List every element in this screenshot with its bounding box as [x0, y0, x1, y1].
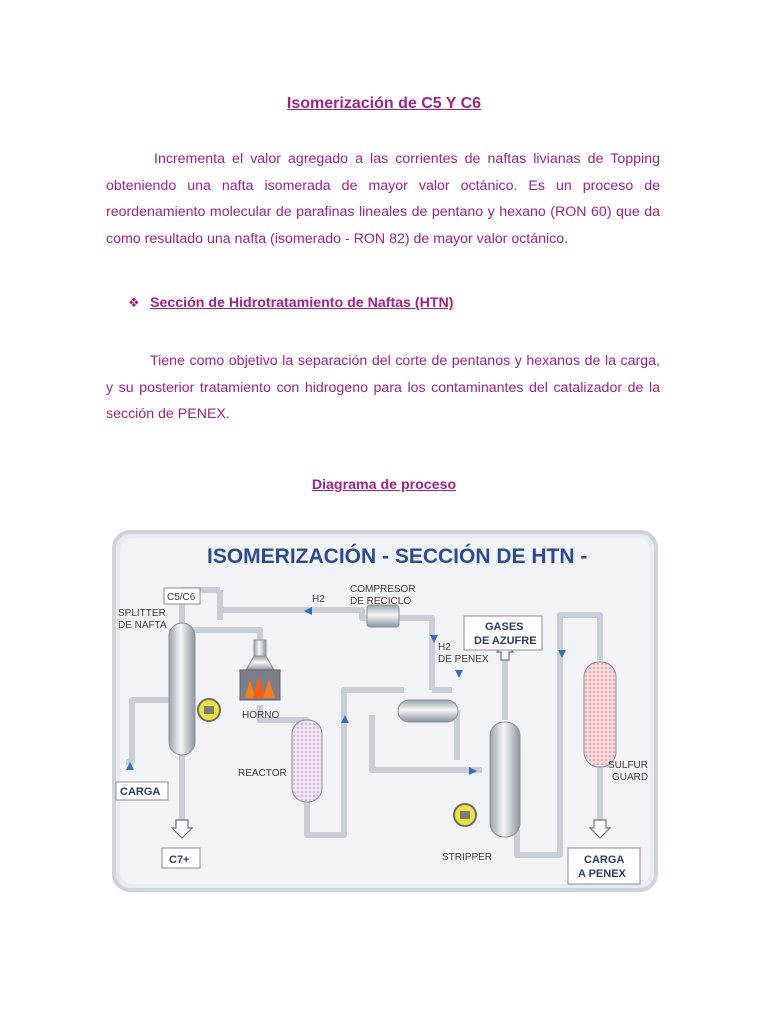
label-compresor-2: DE RECICLO	[350, 596, 411, 607]
process-diagram: ISOMERIZACIÓN - SECCIÓN DE HTN -	[112, 530, 658, 892]
carga-penex-box	[567, 847, 641, 885]
gases-box	[463, 615, 543, 651]
label-carga: CARGA	[120, 786, 160, 798]
label-h2-top: H2	[312, 594, 325, 605]
splitter-column	[168, 622, 196, 756]
label-sulfur-1: SULFUR	[608, 760, 648, 771]
label-gases-1: GASES	[485, 621, 524, 633]
label-splitter-1: SPLITTER	[118, 608, 166, 619]
label-h2-penex-1: H2	[438, 642, 451, 653]
diagram-heading: Diagrama de proceso	[311, 477, 457, 493]
sulfur-guard-vessel	[583, 661, 617, 768]
label-compresor-1: COMPRESOR	[350, 584, 416, 595]
output-arrows	[170, 641, 612, 839]
c7-box	[161, 847, 201, 869]
section-bullet: ❖ Sección de Hidrotratamiento de Naftas (…	[128, 295, 454, 311]
label-h2-penex-2: DE PENEX	[438, 654, 489, 665]
c5c6-box	[163, 587, 201, 605]
recycle-compressor	[366, 604, 400, 628]
label-horno: HORNO	[242, 710, 279, 721]
label-sulfur-2: GUARD	[612, 772, 648, 783]
intro-paragraph: Incrementa el valor agregado a las corri…	[106, 151, 660, 247]
furnace	[239, 639, 281, 701]
label-carga-penex-2: A PENEX	[578, 868, 627, 880]
page-title: Isomerización de C5 Y C6	[286, 95, 482, 112]
diagram-header: ISOMERIZACIÓN - SECCIÓN DE HTN -	[207, 544, 587, 568]
carga-box	[115, 781, 169, 801]
label-carga-penex-1: CARGA	[584, 854, 624, 866]
label-splitter-2: DE NAFTA	[118, 620, 167, 631]
htn-paragraph: Tiene como objetivo la separación del co…	[106, 353, 660, 422]
label-c5c6: C5/C6	[167, 592, 196, 603]
separator-drum	[397, 699, 459, 723]
diamond-bullet-icon: ❖	[128, 295, 140, 310]
label-reactor: REACTOR	[238, 768, 287, 779]
label-c7: C7+	[169, 854, 190, 866]
reactor-vessel	[291, 719, 323, 803]
label-gases-2: DE AZUFRE	[474, 635, 537, 647]
stripper-column	[489, 721, 521, 838]
label-stripper: STRIPPER	[442, 852, 492, 863]
section-heading: Sección de Hidrotratamiento de Naftas (H…	[150, 295, 454, 311]
